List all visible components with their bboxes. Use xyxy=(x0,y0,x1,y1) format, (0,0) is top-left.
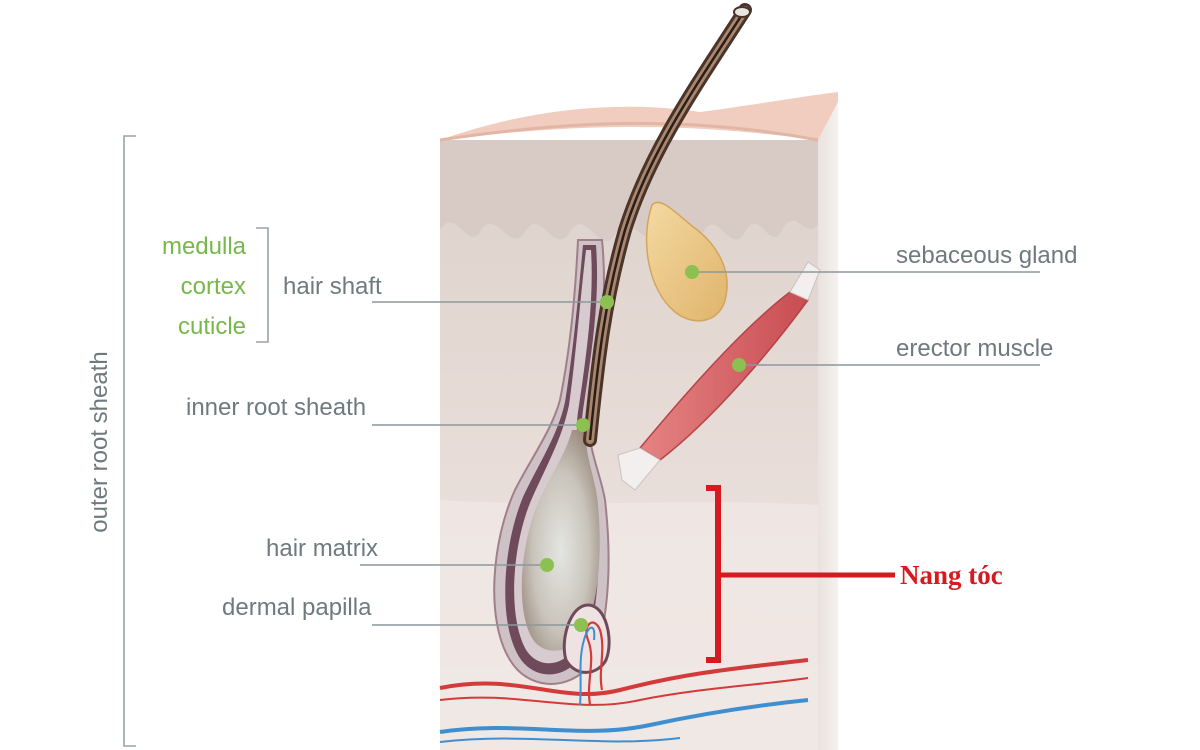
dermal-papilla-label: dermal papilla xyxy=(222,594,372,621)
outer-root-sheath-bracket xyxy=(123,135,136,747)
blood-vessels xyxy=(439,658,809,743)
pointer-dot-inner-root-sheath xyxy=(576,418,590,432)
skin-side-face xyxy=(818,102,838,750)
medulla-label: medulla xyxy=(162,233,247,260)
pointer-dot-erector-muscle xyxy=(732,358,746,372)
outer-root-sheath-label: outer root sheath xyxy=(86,351,113,532)
artery xyxy=(439,658,809,696)
papilla-capillary-blue xyxy=(579,626,596,706)
vein-branch xyxy=(439,737,681,743)
sebaceous-gland-label: sebaceous gland xyxy=(896,242,1077,269)
cuticle-label: cuticle xyxy=(178,313,246,340)
hair-shaft-tip xyxy=(733,6,751,18)
hair-layers-bracket xyxy=(256,227,269,343)
hair-shaft xyxy=(583,3,752,447)
hair-follicle-annotation xyxy=(706,485,895,663)
hair-follicle xyxy=(493,239,611,706)
pointer-dot-dermal-papilla xyxy=(574,618,588,632)
hair-matrix-shape xyxy=(521,430,600,651)
pointer-dot-hair-shaft xyxy=(600,295,614,309)
hair-matrix-label: hair matrix xyxy=(266,535,378,562)
papilla-capillary-red xyxy=(585,621,604,706)
hair-shaft-label: hair shaft xyxy=(283,273,382,300)
hair-follicle-label: Nang tóc xyxy=(900,560,1003,590)
erector-muscle-label: erector muscle xyxy=(896,335,1053,362)
skin-surface-edge xyxy=(439,121,819,142)
pointer-dot-sebaceous-gland xyxy=(685,265,699,279)
inner-root-sheath-label: inner root sheath xyxy=(186,394,366,421)
erector-muscle-shape xyxy=(617,261,821,491)
pointer-dot-hair-matrix xyxy=(540,558,554,572)
epidermis-layer xyxy=(440,140,818,241)
muscle-tendon-bottom xyxy=(617,447,661,491)
sebaceous-gland-shape xyxy=(645,201,728,322)
cortex-label: cortex xyxy=(181,273,246,300)
artery-branch xyxy=(439,677,809,706)
vein xyxy=(439,698,809,734)
hair-shaft-medulla xyxy=(588,9,747,441)
